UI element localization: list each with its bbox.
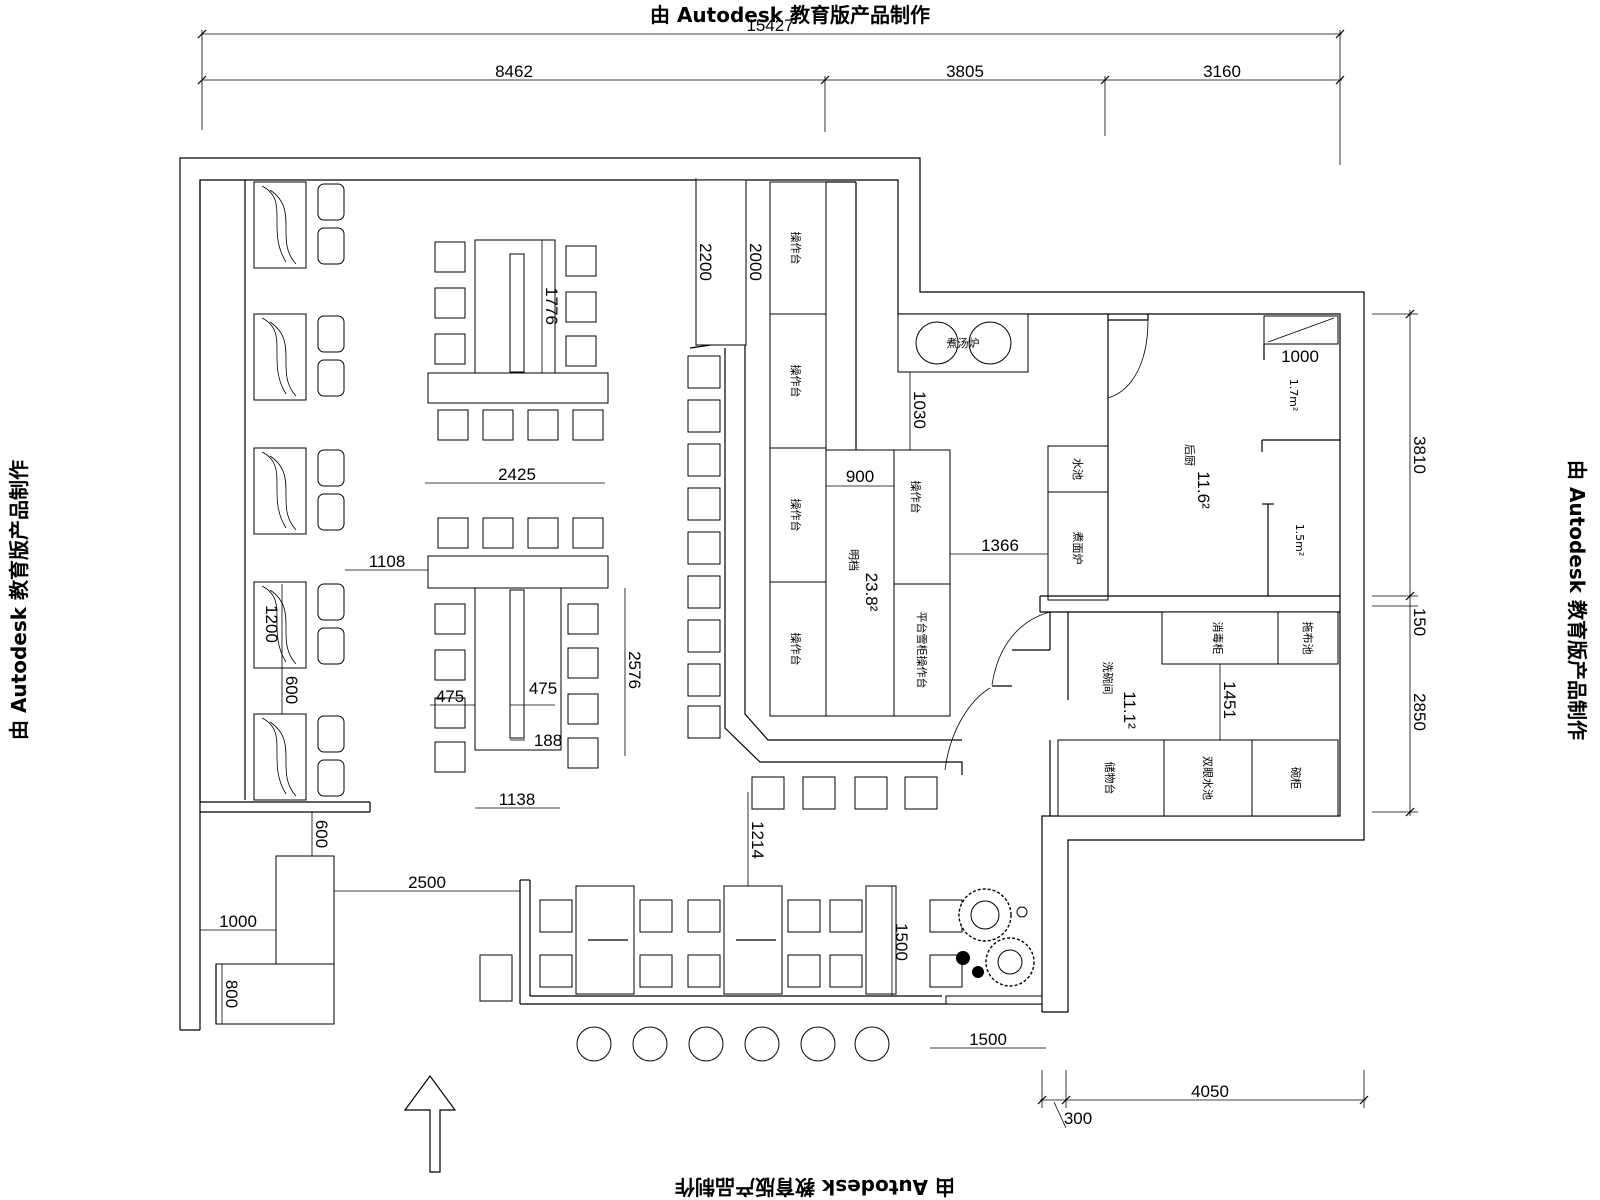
kitchen-door — [1107, 319, 1149, 399]
dim-1776: 1776 — [542, 287, 561, 325]
dim-3810: 3810 — [1410, 436, 1429, 474]
front-booths — [479, 879, 1043, 1005]
booth-5 — [253, 713, 345, 801]
bar-stools-vertical — [687, 355, 721, 739]
top-dimension-chain — [197, 29, 1345, 165]
bowl-cabinet-label: 碗柜 — [1289, 767, 1303, 789]
dim-475b: 475 — [529, 679, 557, 698]
watermark-right: 由 Autodesk 教育版产品制作 — [1565, 460, 1589, 740]
kitchen-room-area: 11.6² — [1194, 471, 1213, 509]
dim-600a: 600 — [282, 676, 301, 704]
dim-1500b: 1500 — [969, 1030, 1007, 1049]
service-passage — [695, 179, 747, 346]
right-dimension-chain — [1372, 309, 1418, 817]
cashier-counter — [215, 855, 335, 1025]
prep-counter-4: 操作台 — [789, 633, 803, 666]
dim-2200: 2200 — [696, 243, 715, 281]
lower-communal-table — [427, 517, 609, 773]
booth-3 — [253, 447, 345, 535]
dim-300: 300 — [1064, 1109, 1092, 1128]
dim-1138: 1138 — [499, 790, 536, 809]
bar-counter — [689, 339, 963, 810]
booth-seating — [244, 180, 345, 801]
dim-2850: 2850 — [1410, 693, 1429, 731]
shelf-label: 储物台 — [1103, 762, 1117, 795]
outdoor-stools — [576, 1026, 890, 1062]
dim-1030: 1030 — [910, 391, 929, 429]
bar-room-area: 23.8² — [862, 573, 881, 612]
dim-1214: 1214 — [748, 821, 767, 859]
dim-2000: 2000 — [746, 243, 765, 281]
dim-1000a: 1000 — [1281, 347, 1319, 366]
storage-a-label: 1.7m² — [1287, 379, 1300, 412]
wash-room-label: 洗碗间 — [1101, 662, 1115, 695]
double-sink-label: 双眼水池 — [1201, 756, 1214, 800]
noodle-stove-label: 煮面炉 — [1071, 532, 1084, 565]
dim-total-top: 15427 — [746, 16, 793, 35]
dim-seg-1: 8462 — [495, 62, 533, 81]
dim-1366: 1366 — [981, 536, 1019, 555]
dim-800: 800 — [222, 980, 241, 1008]
booth-2 — [253, 313, 345, 401]
dim-188: 188 — [534, 731, 562, 750]
interior-dimensions — [200, 178, 1221, 1049]
sink-label: 水池 — [1071, 458, 1084, 480]
dim-150: 150 — [1410, 608, 1429, 636]
dim-4050: 4050 — [1191, 1082, 1229, 1101]
prep-counter-2: 操作台 — [789, 365, 803, 398]
kitchen-room-label: 后厨 — [1183, 444, 1196, 466]
wash-room-fixtures — [1049, 611, 1339, 817]
bottom-right-dimension-chain — [1037, 1070, 1369, 1129]
prep-counter-3: 操作台 — [789, 499, 803, 532]
fridge-prep-counter: 平台雪柜操作台 — [915, 612, 929, 689]
dim-seg-3: 3160 — [1203, 62, 1241, 81]
dim-1500a: 1500 — [892, 923, 911, 961]
watermark-bottom: 由 Autodesk 教育版产品制作 — [675, 1175, 955, 1199]
dim-1000b: 1000 — [219, 912, 257, 931]
upper-communal-table — [427, 239, 609, 441]
dim-475a: 475 — [436, 687, 464, 706]
mop-sink-label: 拖布池 — [1301, 622, 1315, 655]
dim-900: 900 — [846, 467, 874, 486]
dim-1451: 1451 — [1220, 681, 1239, 719]
booth-1 — [253, 181, 345, 269]
watermark-left: 由 Autodesk 教育版产品制作 — [7, 460, 31, 740]
prep-counter-1: 操作台 — [789, 232, 803, 265]
booth-4 — [253, 581, 345, 669]
soup-boilers — [897, 313, 1029, 373]
storage-b-label: 1.5m² — [1293, 524, 1306, 557]
sterilizer-label: 消毒柜 — [1211, 622, 1225, 655]
prep-counter-5: 操作台 — [909, 481, 923, 514]
prep-counters — [769, 181, 951, 717]
dim-2576: 2576 — [625, 651, 644, 689]
dim-600b: 600 — [312, 820, 331, 848]
wash-room-area: 11.1² — [1120, 691, 1139, 729]
watermark-top: 由 Autodesk 教育版产品制作 — [650, 3, 930, 27]
bar-room-label: 明档 — [847, 549, 861, 571]
dim-2500: 2500 — [408, 873, 446, 892]
dim-1108: 1108 — [369, 552, 406, 571]
dim-1200: 1200 — [262, 605, 281, 643]
plant-decoration — [956, 888, 1035, 987]
dim-seg-2: 3805 — [946, 62, 984, 81]
entrance-arrow — [403, 1074, 457, 1173]
boiler-label: 煮汤炉 — [947, 336, 980, 350]
dim-2425: 2425 — [498, 465, 536, 484]
wash-room-door — [944, 611, 1051, 771]
